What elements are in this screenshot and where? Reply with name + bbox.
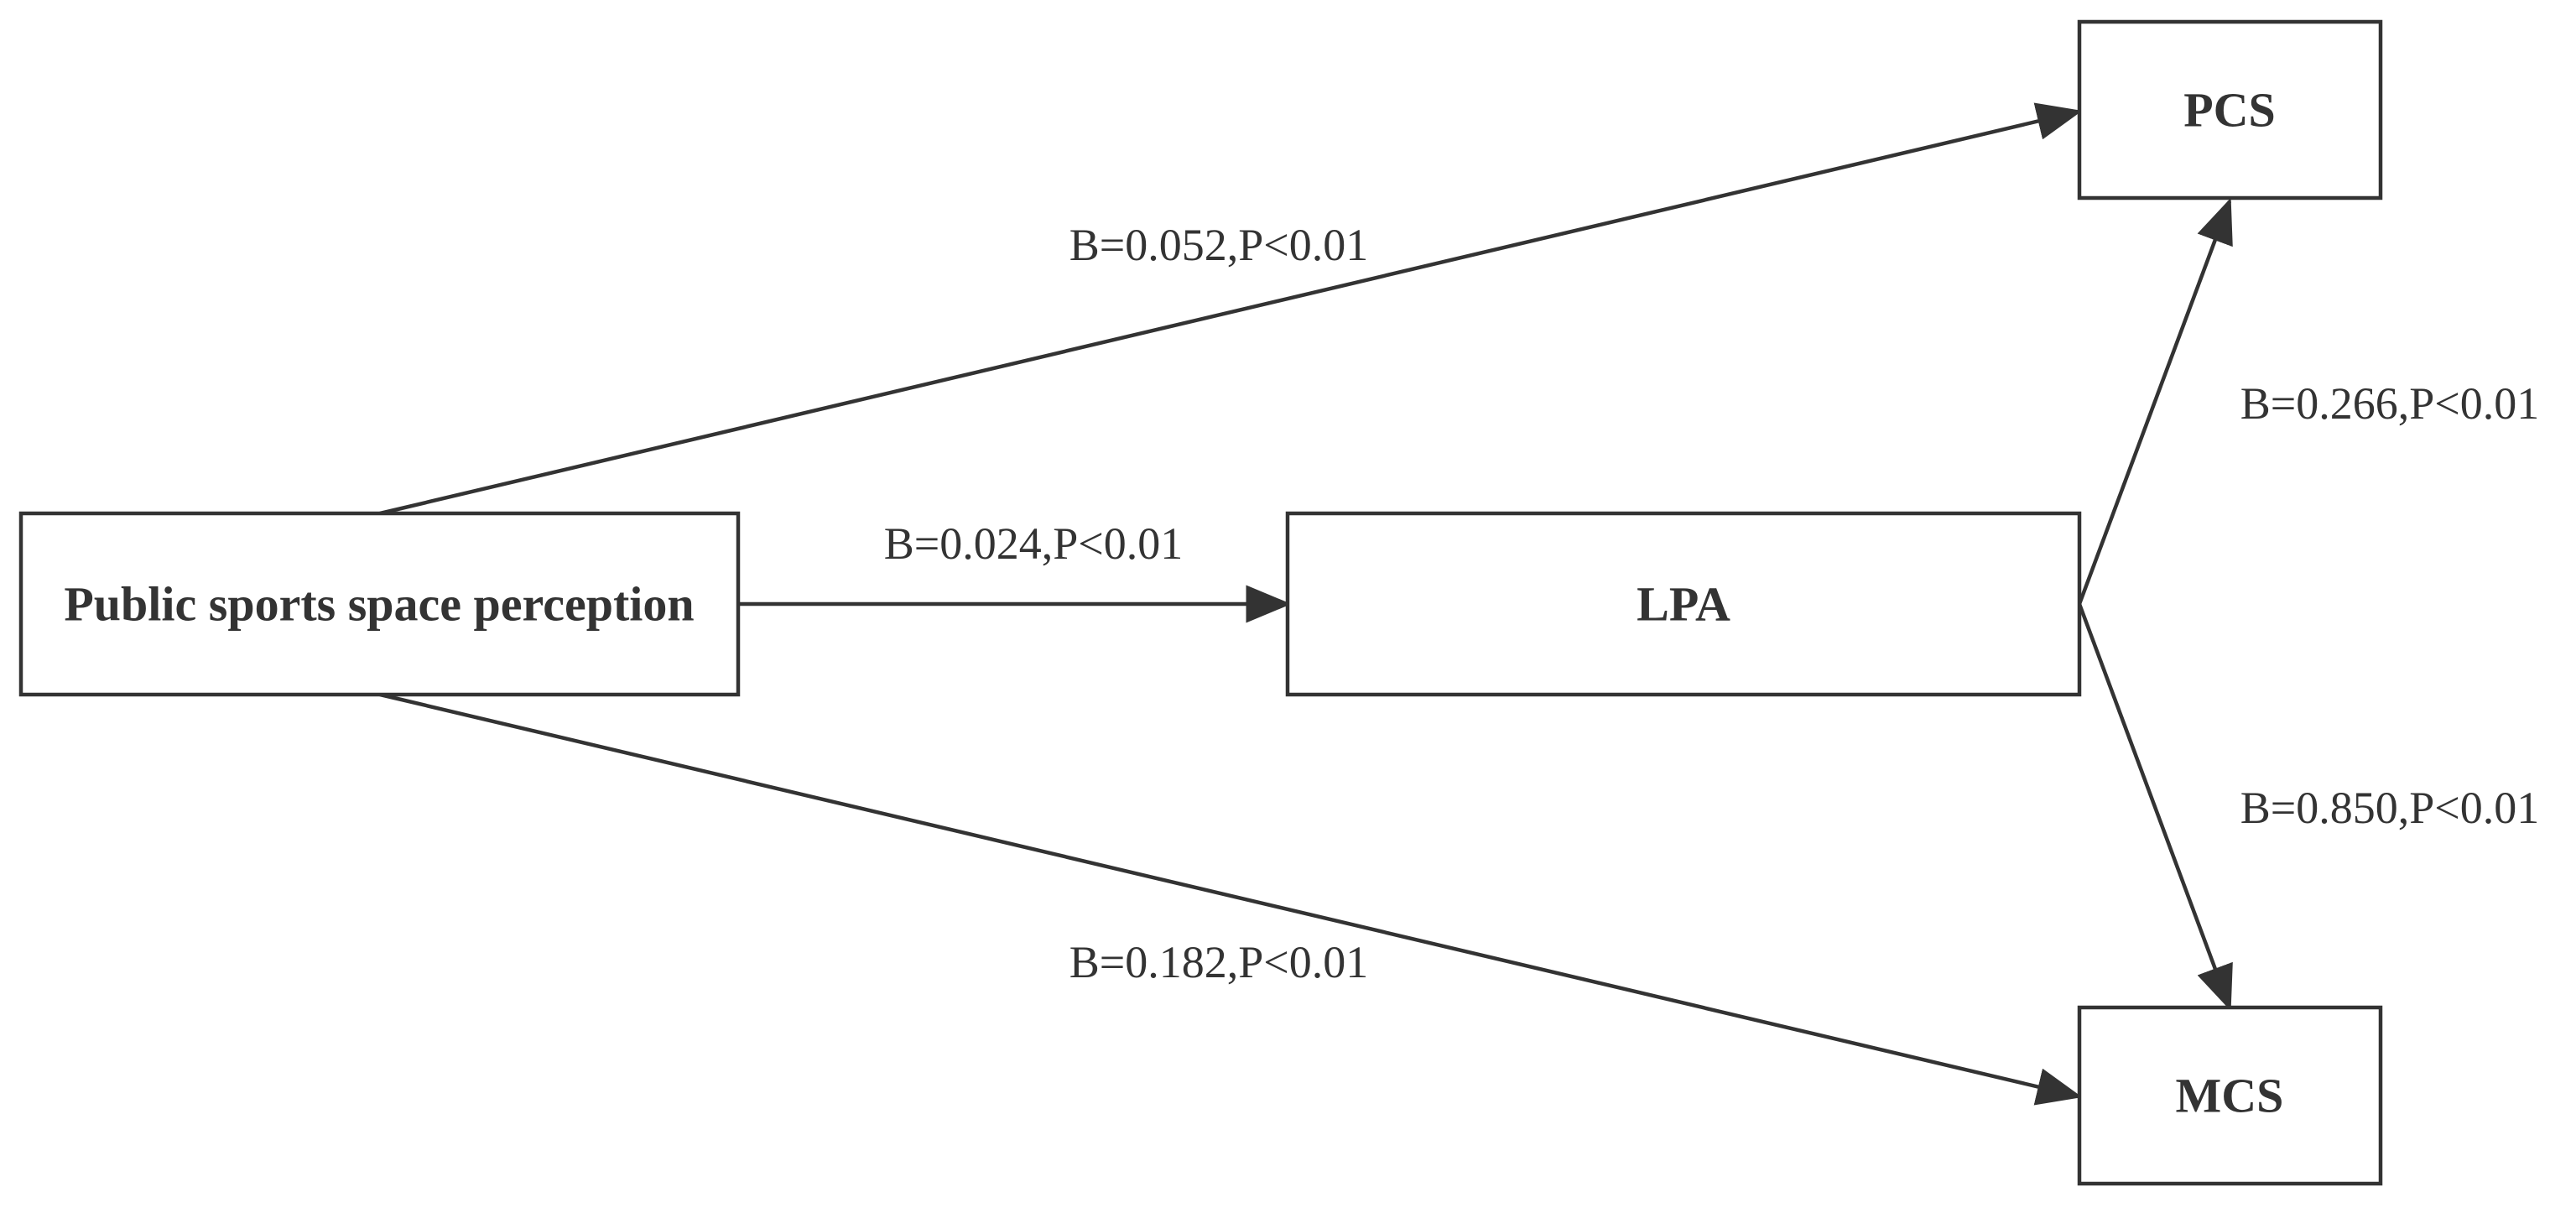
edge-label-pssp-to-mcs: B=0.182,P<0.01: [1069, 937, 1368, 987]
node-label: MCS: [2176, 1069, 2284, 1123]
node-label: Public sports space perception: [64, 577, 694, 632]
node-lpa: LPA: [1285, 511, 2082, 697]
edge-label-pssp-to-pcs: B=0.052,P<0.01: [1069, 220, 1368, 270]
edge-lpa-to-pcs: [2077, 197, 2233, 605]
edge-lpa-to-mcs: [2077, 603, 2233, 1012]
node-mcs: MCS: [2077, 1005, 2383, 1186]
edge-label-lpa-to-mcs: B=0.850,P<0.01: [2240, 783, 2539, 833]
node-label: PCS: [2183, 83, 2276, 138]
edge-label-pssp-to-lpa: B=0.024,P<0.01: [884, 518, 1183, 569]
edge-pssp-to-pcs: [379, 102, 2083, 516]
edge-label-lpa-to-pcs: B=0.266,P<0.01: [2240, 378, 2539, 429]
node-pcs: PCS: [2077, 19, 2383, 200]
node-label: LPA: [1637, 577, 1730, 632]
edge-pssp-to-mcs: [379, 692, 2083, 1106]
node-public-sports-space-perception: Public sports space perception: [18, 511, 741, 697]
